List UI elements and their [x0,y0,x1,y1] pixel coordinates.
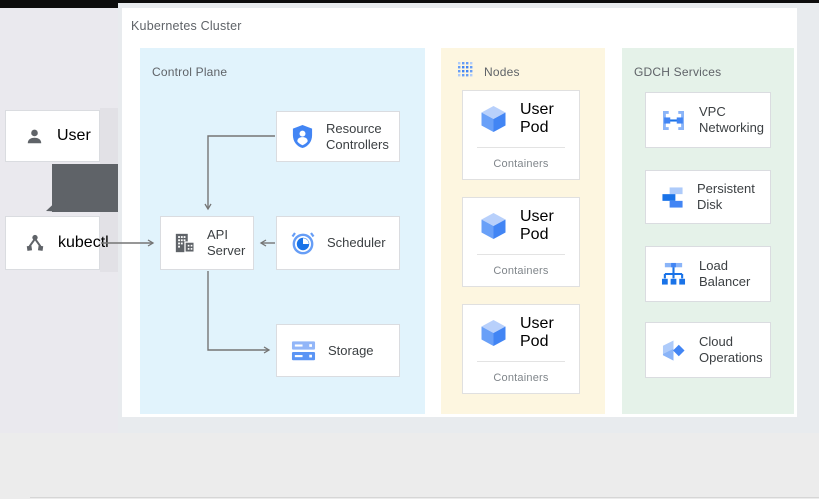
containers-label: Containers [493,264,549,277]
scheduler-node: Scheduler [276,216,400,270]
user-pod-label: User Pod [520,315,554,350]
kubernetes-cluster-label: Kubernetes Cluster [131,19,242,33]
load-balancer-label: Load Balancer [699,258,751,289]
resource-controllers-node: Resource Controllers [276,111,400,162]
pod-divider [477,361,565,362]
load-balancer-icon [661,262,686,286]
persistent-disk-node: Persistent Disk [645,170,771,224]
pod-divider [477,254,565,255]
pod-divider [477,147,565,148]
containers-label: Containers [493,157,549,170]
top-border-block [0,0,118,8]
cloud-operations-node: Cloud Operations [645,322,771,378]
cloud-operations-icon [661,339,686,362]
load-balancer-node: Load Balancer [645,246,771,302]
vpc-networking-label: VPC Networking [699,104,765,135]
containers-label: Containers [493,371,549,384]
scheduler-clock-icon [291,231,315,255]
kubectl-icon [25,233,45,253]
api-server-label: API Server [207,227,246,258]
vpc-networking-node: VPC Networking [645,92,771,148]
user-pod-node: User Pod Containers [462,90,580,180]
storage-label: Storage [328,342,374,358]
storage-icon [291,340,316,362]
user-pod-node: User Pod Containers [462,197,580,287]
bottom-border-line [30,497,819,498]
user-pod-label: User Pod [520,101,554,136]
api-server-icon [174,232,196,254]
pod-cube-icon [480,105,507,133]
user-pod-node: User Pod Containers [462,304,580,394]
cloud-operations-label: Cloud Operations [699,334,763,365]
user-label: User [57,127,91,144]
user-pod-label: User Pod [520,208,554,243]
nodes-label: Nodes [484,65,520,79]
pod-cube-icon [480,212,507,240]
persistent-disk-label: Persistent Disk [697,181,755,212]
nodes-grid-icon [457,61,474,78]
control-plane-label: Control Plane [152,65,228,79]
storage-node: Storage [276,324,400,377]
api-server-node: API Server [160,216,254,270]
kubectl-node: kubectl [5,216,109,270]
scheduler-label: Scheduler [327,235,386,250]
gdch-services-label: GDCH Services [634,65,722,79]
top-border-line [0,0,819,3]
user-icon [25,127,44,146]
kubectl-label: kubectl [58,234,109,251]
vpc-networking-icon [661,110,686,131]
resource-controllers-label: Resource Controllers [326,120,389,152]
pod-cube-icon [480,319,507,347]
persistent-disk-icon [661,186,684,209]
user-node: User [5,110,100,162]
resource-controllers-shield-icon [291,124,314,149]
